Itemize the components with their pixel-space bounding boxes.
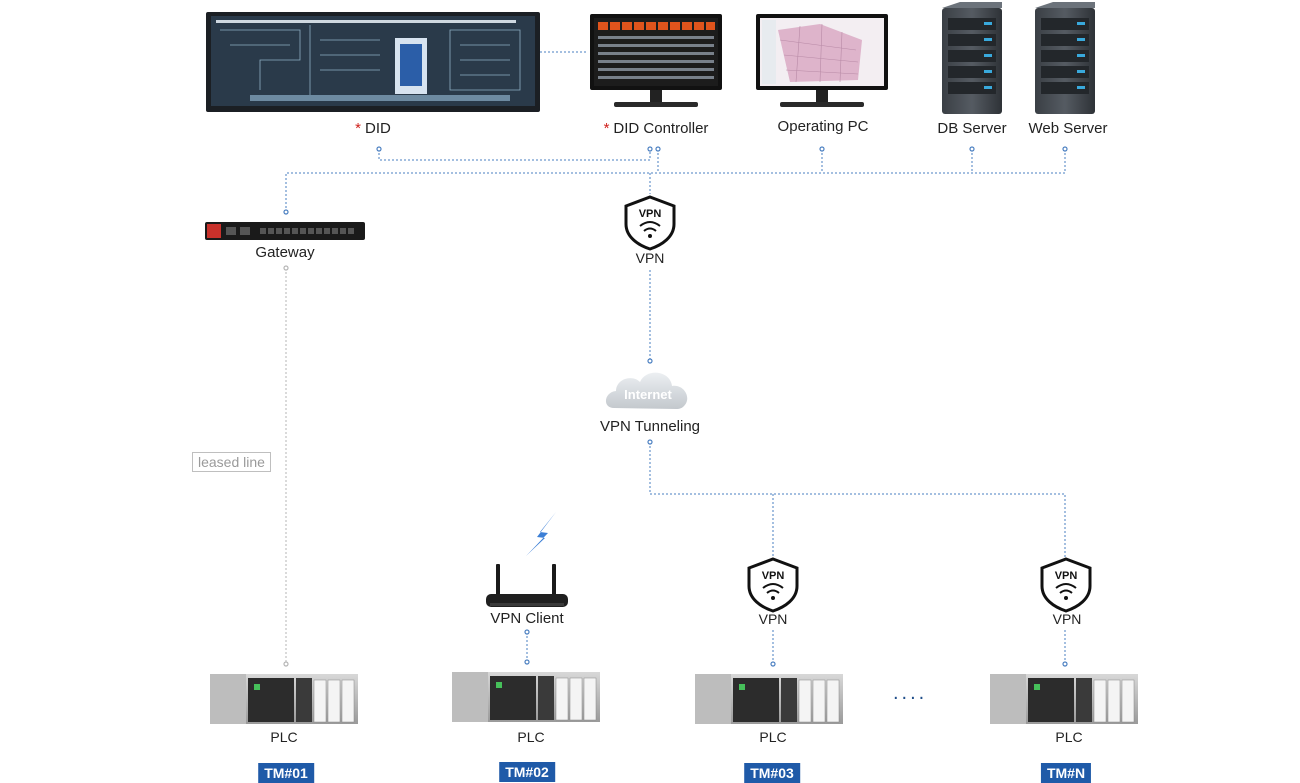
vpn-shield-label: VPN: [1055, 570, 1078, 582]
plc-icon: [990, 674, 1138, 724]
plc-icon: [452, 672, 600, 722]
vpn-shield-label: VPN: [762, 570, 785, 582]
operating-pc-label: Operating PC: [777, 118, 869, 135]
operating-pc-monitor-icon: [756, 14, 888, 107]
db-server-label: DB Server: [937, 120, 1007, 137]
terminal-badge: TM#02: [499, 762, 555, 782]
vpn-label: VPN: [758, 611, 788, 627]
lightning-icon: [526, 512, 556, 556]
vpn-shield-icon: VPN: [747, 557, 799, 613]
vpn-shield-icon: VPN: [1040, 557, 1092, 613]
leased-dots: [283, 265, 289, 667]
required-asterisk: *: [355, 120, 361, 137]
did-display-icon: [206, 12, 540, 112]
did-controller-label-text: DID Controller: [613, 120, 709, 137]
did-label: *DID: [355, 120, 391, 137]
more-terminals-ellipsis: ....: [893, 682, 928, 704]
internet-label: Internet: [624, 387, 672, 402]
leased-line-label: leased line: [192, 452, 271, 472]
did-label-text: DID: [365, 120, 391, 137]
vpn-label: VPN: [635, 250, 665, 266]
plc-icon: [695, 674, 843, 724]
connection-lines: [285, 51, 1066, 664]
plc-label: PLC: [759, 729, 787, 745]
did-controller-label: *DID Controller: [604, 120, 709, 137]
web-server-icon: [1035, 2, 1095, 114]
internet-cloud-icon: Internet: [605, 372, 688, 409]
required-asterisk: *: [603, 120, 610, 137]
plc-icon: [210, 674, 358, 724]
plc-label: PLC: [517, 729, 545, 745]
gateway-label: Gateway: [255, 244, 315, 261]
terminal-badge: TM#N: [1040, 763, 1092, 783]
terminal-badge: TM#01: [258, 763, 314, 783]
did-controller-monitor-icon: [590, 14, 722, 107]
router-icon: [486, 564, 568, 607]
plc-label: PLC: [1055, 729, 1083, 745]
vpn-client-label: VPN Client: [490, 610, 564, 627]
vpn-shield-icon: VPN: [624, 195, 676, 251]
web-server-label: Web Server: [1028, 120, 1108, 137]
db-server-icon: [942, 2, 1002, 114]
vpn-label: VPN: [1052, 611, 1082, 627]
vpn-tunneling-label: VPN Tunneling: [599, 418, 701, 435]
connection-dots: [283, 146, 1068, 667]
terminal-badge: TM#03: [744, 763, 800, 783]
gateway-device-icon: [205, 222, 365, 240]
plc-label: PLC: [270, 729, 298, 745]
vpn-shield-label: VPN: [639, 208, 662, 220]
